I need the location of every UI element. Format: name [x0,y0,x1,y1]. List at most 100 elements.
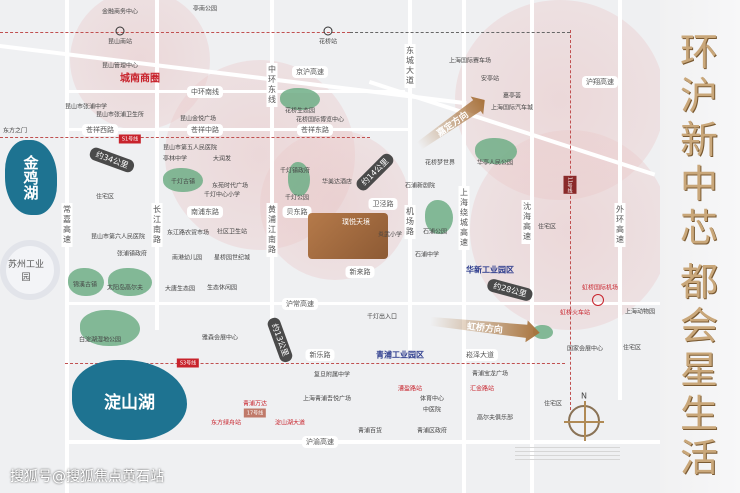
poi-label: 华亭人民公园 [476,159,514,167]
road [530,0,534,493]
road-label: 上海绕城高速 [458,186,470,250]
distance-13km: 约13公里 [265,316,295,364]
park [108,268,152,296]
road-label: 沪翔高速 [582,76,618,88]
road-label: 中环东线 [266,63,278,107]
poi-label: 炎武小学 [377,231,403,239]
slogan-char: 活 [680,436,719,480]
poi-label: 石浦新剧院 [404,182,436,190]
poi-label: 白淀湖湿地公园 [78,336,122,344]
metro-line-s1 [0,32,350,33]
poi-label: 东方之门 [2,127,28,135]
poi-label: 住宅区 [537,223,557,231]
poi-label: 亭南公园 [192,5,218,13]
poi-label: 大润发 [212,155,232,163]
slogan-line-2: 都会星生活 [680,260,718,480]
poi-label: 昆山金悦广场 [179,115,217,123]
slogan-line-1: 环沪新中芯 [680,30,718,250]
district-qingpu: 青浦工业园区 [376,350,424,360]
slogan-char: 新 [680,118,719,162]
road [155,0,159,330]
poi-label: 上海青浦吾悦广场 [302,395,352,403]
slogan-char: 环 [680,30,719,74]
watermark: 搜狐号@搜狐焦点黄石站 [10,469,164,485]
road [65,302,660,305]
poi-label: 昆山市第六人民医院 [90,233,146,241]
poi-label: 中医院 [422,406,442,414]
poi-label: 青浦区政府 [416,427,448,435]
location-map: 金鸡湖 淀山湖 苏州工业园 城南商圈 华新工业园区 青浦工业园区 京沪高速 中环… [0,0,660,493]
slogan-char: 生 [680,392,719,436]
poi-label: 张浦镇政府 [116,250,148,258]
compass-north: N [581,391,587,401]
poi-label: 花桥生态园 [284,107,316,115]
hongqiao-station-icon [592,294,604,306]
road-label: 新乐路 [305,349,335,361]
poi-label: 千灯镇政府 [279,167,311,175]
road-label: 京沪高速 [292,66,328,78]
poi-label: 华美达酒店 [321,178,353,186]
lake-dianshan: 淀山湖 [72,360,187,440]
slogan-char: 会 [680,304,719,348]
poi-label: 金融商务中心 [101,8,139,16]
poi-label: 国家会展中心 [566,345,604,353]
poi-label: 石浦公园 [422,228,448,236]
poi-label: 上海国际赛车场 [448,57,492,65]
metro-station-icon [323,26,333,36]
road-label: 苍祥西路 [82,124,118,136]
district-chengnan: 城南商圈 [120,73,160,85]
metro-line [350,32,570,33]
poi-label: 青浦百货 [357,427,383,435]
road-label: 沈海高速 [521,200,533,244]
road [65,128,410,131]
road-label: 苍祥中路 [187,124,223,136]
road [408,0,412,350]
poi-label: 安亭站 [480,75,500,83]
road-label: 中环南线 [187,86,223,98]
poi-label: 高尔夫俱乐部 [476,414,514,422]
poi-label: 花桥国际博览中心 [295,116,345,124]
poi-label: 花桥站 [318,38,338,46]
slogan-panel: 环沪新中芯 都会星生活 [660,0,740,493]
metro-tag-s3: S3号线 [176,358,200,368]
poi-label: 太阳岛高尔夫 [106,284,144,292]
metro-tag-s1: S1号线 [118,134,142,144]
road-label: 崧泽大道 [462,349,498,361]
poi-label: 雅森会展中心 [201,334,239,342]
poi-label: 生态休闲园 [206,284,238,292]
poi-label: 漕盈路站 [397,385,423,393]
poi-label: 千灯中心小学 [203,191,241,199]
suzhou-circle [0,240,60,300]
poi-label: 千灯出入口 [366,313,398,321]
road-label: 常嘉高速 [61,203,73,247]
slogan-char: 芯 [680,206,719,250]
metro-line-11 [570,30,571,410]
poi-label: 昆山市张浦卫生所 [95,111,145,119]
poi-label: 青浦宝龙广场 [471,370,509,378]
poi-label: 上海动物园 [624,308,656,316]
slogan-char: 沪 [680,74,719,118]
poi-label: 花桥梦世界 [424,159,456,167]
road-label: 长江南路 [151,203,163,247]
poi-label: 石浦中学 [414,251,440,259]
poi-label: 青浦万达 [242,400,268,408]
poi-label: 淀山湖大道 [274,419,306,427]
poi-label: 昆山市张浦中学 [64,103,108,111]
road [618,0,622,400]
poi-label: 东江路农贸市场 [166,229,210,237]
slogan-char: 星 [680,348,719,392]
poi-label: 昆山管理中心 [101,62,139,70]
road-label: 苍祥东路 [297,124,333,136]
metro-tag-17: 17号线 [243,408,267,418]
lake-jinji: 金鸡湖 [5,140,57,215]
road-label: 新来路 [345,266,375,278]
poi-label: 体育中心 [419,395,445,403]
poi-label: 昆山市第五人民医院 [162,144,218,152]
metro-line-17 [65,363,565,364]
poi-label: 住宅区 [95,193,115,201]
road-label: 沪常高速 [282,298,318,310]
poi-label: 大唐生态园 [164,285,196,293]
slogan-char: 中 [680,162,719,206]
park [475,138,517,164]
road [65,440,660,444]
